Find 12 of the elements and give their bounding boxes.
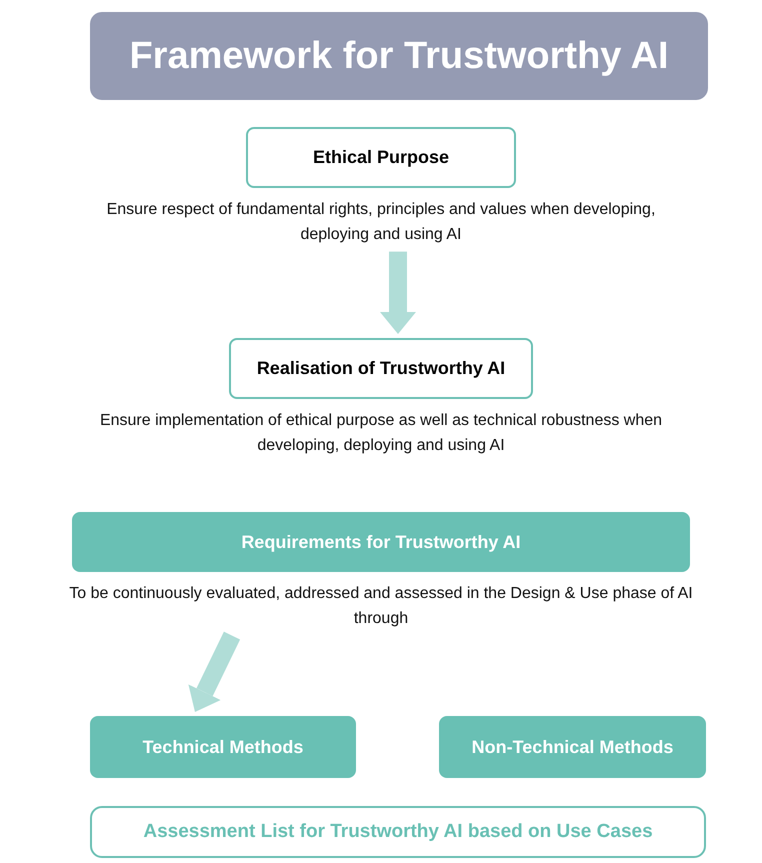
assessment-list-box: Assessment List for Trustworthy AI based on Use Cases (90, 806, 706, 858)
requirements-box: Requirements for Trustworthy AI (72, 512, 690, 572)
stage-box: Ethical Purpose (246, 127, 516, 188)
block-arrow (188, 632, 240, 712)
title-banner: Framework for Trustworthy AI (90, 12, 708, 100)
stage-box: Realisation of Trustworthy AI (229, 338, 533, 399)
method-box: Non-Technical Methods (439, 716, 706, 778)
block-arrow (380, 252, 416, 334)
description-text: Ensure implementation of ethical purpose as well as technical robustness when developing, deploying and using AI (98, 411, 664, 456)
description-text: To be continuously evaluated, addressed and assessed in the Design & Use phase of AI through (68, 584, 694, 629)
description-text: Ensure respect of fundamental rights, principles and values when developing, deploying and using AI (106, 200, 656, 245)
method-box: Technical Methods (90, 716, 356, 778)
